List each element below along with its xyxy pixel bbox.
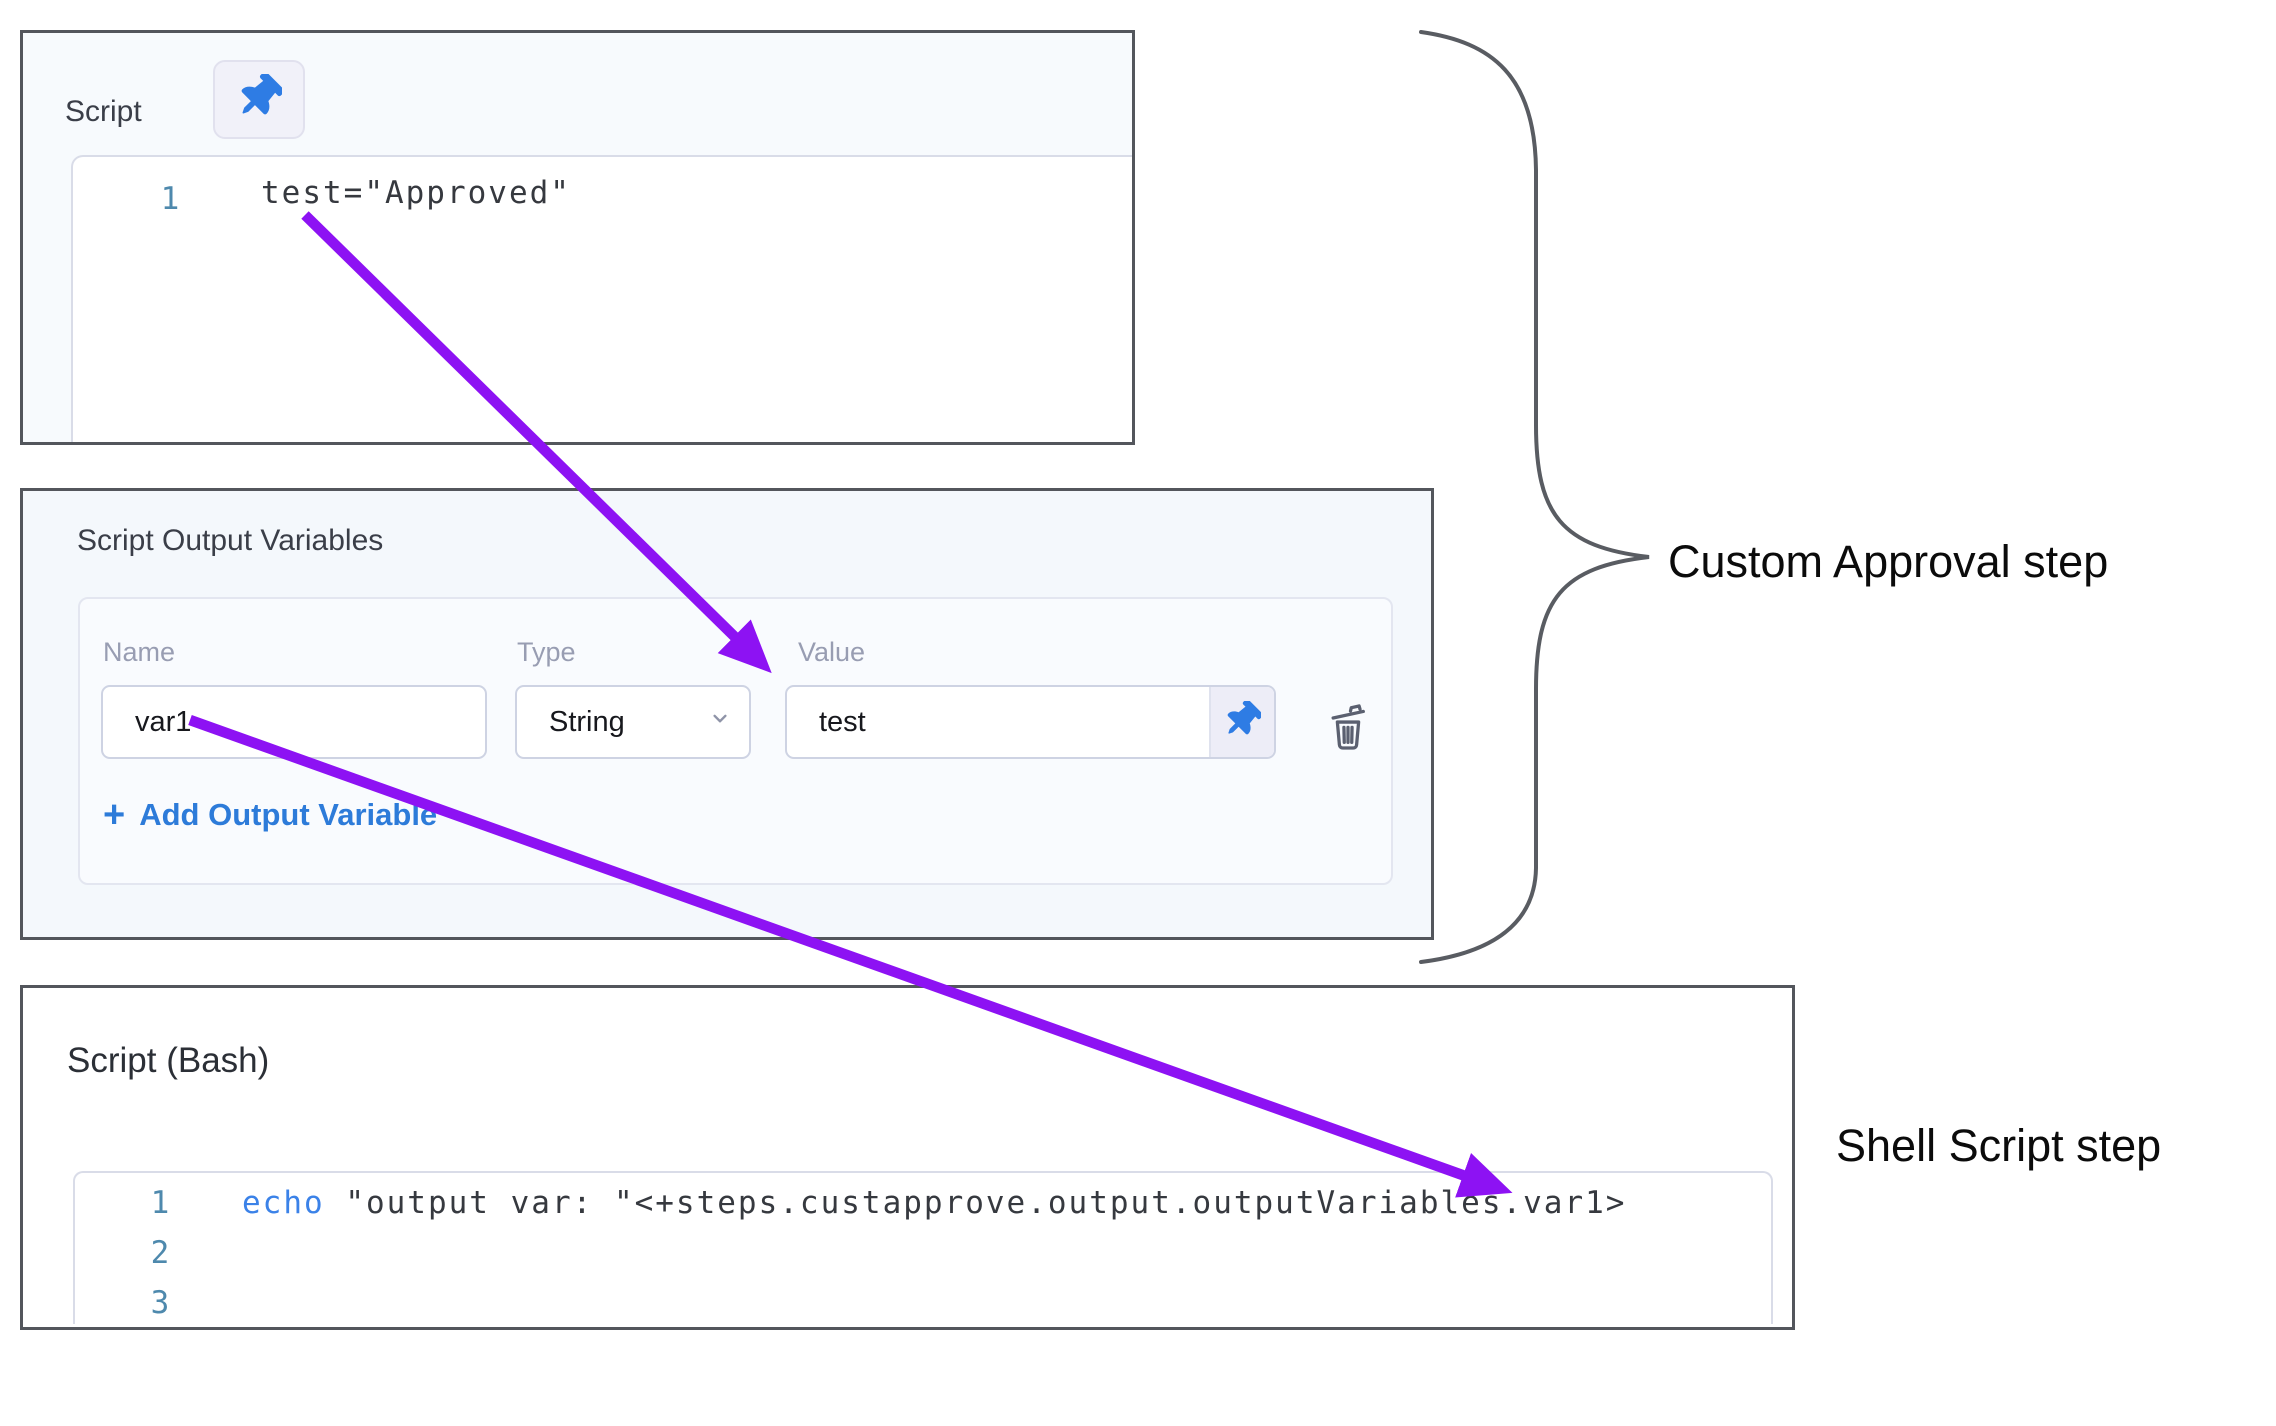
add-output-variable-label: Add Output Variable (139, 797, 438, 832)
pushpin-icon (1223, 698, 1264, 744)
approval-script-editor[interactable]: 1 test="Approved" (71, 155, 1132, 442)
echo-keyword: echo (242, 1185, 325, 1221)
line-number: 1 (150, 1185, 170, 1221)
type-column-label: Type (517, 637, 576, 667)
variable-value-input[interactable] (787, 687, 1209, 757)
pushpin-icon (236, 71, 285, 125)
approval-script-code-line: test="Approved" (261, 175, 571, 211)
chevron-down-icon (707, 705, 733, 739)
script-output-variables-panel: Script Output Variables Name Type Value … (20, 488, 1434, 940)
output-variables-title: Script Output Variables (77, 524, 384, 557)
script-panel-title: Script (65, 95, 142, 128)
value-pin-button[interactable] (1208, 687, 1274, 757)
line-number: 1 (160, 181, 180, 217)
bash-panel-title: Script (Bash) (67, 1041, 270, 1080)
name-column-label: Name (103, 637, 176, 667)
bash-code-line: echo "output var: "<+steps.custapprove.o… (242, 1185, 1627, 1221)
bash-script-editor[interactable]: 1 2 3 echo "output var: "<+steps.custapp… (73, 1171, 1773, 1324)
custom-approval-step-label: Custom Approval step (1668, 536, 2109, 587)
variable-type-select[interactable]: String (515, 685, 751, 759)
add-output-variable-link[interactable]: + Add Output Variable (103, 793, 438, 836)
variable-name-input[interactable] (101, 685, 487, 759)
plus-icon: + (103, 793, 126, 836)
variable-type-value: String (549, 705, 625, 738)
value-column-label: Value (798, 637, 866, 667)
curly-brace (1419, 30, 1650, 964)
shell-script-panel: Script (Bash) 1 2 3 echo "output var: "<… (20, 985, 1795, 1330)
script-pin-button[interactable] (213, 60, 305, 139)
variable-value-group (785, 685, 1276, 759)
output-variables-card: Name Type Value String (78, 597, 1393, 885)
delete-variable-button[interactable] (1320, 701, 1376, 757)
shell-script-step-label: Shell Script step (1836, 1120, 2162, 1171)
line-number: 2 (150, 1235, 170, 1271)
line-number: 3 (150, 1285, 170, 1321)
custom-approval-script-panel: Script 1 test="Approved" (20, 30, 1135, 445)
trash-icon (1323, 703, 1373, 756)
